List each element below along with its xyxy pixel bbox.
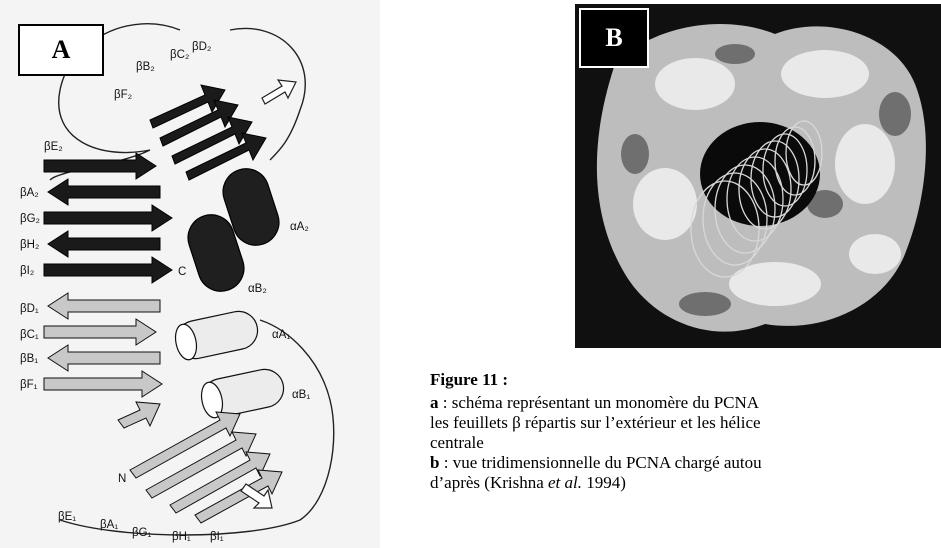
- caption-line-a-cont2: centrale: [430, 433, 941, 453]
- label-bI1: βI₁: [210, 531, 224, 543]
- label-bE1: βE₁: [58, 511, 76, 523]
- central-channel: [700, 122, 820, 226]
- caption-ref-pre: d’après (Krishna: [430, 473, 548, 492]
- label-aA2: αA₂: [290, 221, 309, 233]
- label-N: N: [118, 473, 126, 485]
- panel-b: B: [575, 4, 941, 348]
- figure-title: Figure 11 :: [430, 370, 941, 390]
- label-bI2: βI₂: [20, 265, 34, 277]
- label-bC1: βC₁: [20, 329, 39, 341]
- caption-line-b: b : vue tridimensionnelle du PCNA chargé…: [430, 453, 941, 473]
- panel-b-badge: B: [579, 8, 649, 68]
- label-bH1: βH₁: [172, 531, 191, 543]
- caption-text-a: : schéma représentant un monomère du PCN…: [439, 393, 760, 412]
- caption-ref-italic: et al.: [548, 473, 582, 492]
- label-aA1: αA₁: [272, 329, 290, 341]
- label-bC2: βC₂: [170, 49, 189, 61]
- label-bF2: βF₂: [114, 89, 132, 101]
- caption-letter-a: a: [430, 393, 439, 412]
- label-bH2: βH₂: [20, 239, 39, 251]
- label-aB1: αB₁: [292, 389, 310, 401]
- label-bA2: βA₂: [20, 187, 39, 199]
- caption-ref-post: 1994): [582, 473, 626, 492]
- label-bG2: βG₂: [20, 213, 40, 225]
- label-bG1: βG₁: [132, 527, 152, 539]
- panel-a-badge: A: [18, 24, 104, 76]
- label-bD2: βD₂: [192, 41, 211, 53]
- pcna-monomer-schematic: βD₂ βC₂ βB₂ βF₂ βE₂ βA₂ βG₂ βH₂ βI₂ C αA…: [0, 0, 380, 548]
- figure-caption: Figure 11 : a : schéma représentant un m…: [430, 370, 941, 493]
- caption-line-a: a : schéma représentant un monomère du P…: [430, 393, 941, 413]
- label-aB2: αB₂: [248, 283, 267, 295]
- label-bA1: βA₁: [100, 519, 118, 531]
- label-bE2: βE₂: [44, 141, 63, 153]
- caption-text-b: : vue tridimensionnelle du PCNA chargé a…: [439, 453, 761, 472]
- label-bD1: βD₁: [20, 303, 39, 315]
- label-bF1: βF₁: [20, 379, 38, 391]
- label-bB2: βB₂: [136, 61, 155, 73]
- label-bB1: βB₁: [20, 353, 38, 365]
- caption-line-a-cont: les feuillets β répartis sur l’extérieur…: [430, 413, 941, 433]
- caption-reference: d’après (Krishna et al. 1994): [430, 473, 941, 493]
- label-C: C: [178, 266, 186, 278]
- panel-a: βD₂ βC₂ βB₂ βF₂ βE₂ βA₂ βG₂ βH₂ βI₂ C αA…: [0, 0, 380, 548]
